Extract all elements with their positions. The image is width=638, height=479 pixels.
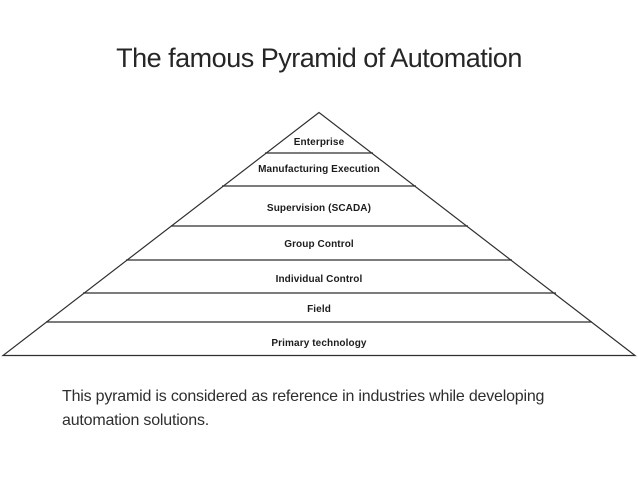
- pyramid-layer-manufacturing-execution: Manufacturing Execution: [258, 164, 380, 175]
- pyramid-layer-individual-control: Individual Control: [275, 274, 363, 285]
- pyramid-outline: [1, 111, 637, 357]
- slide-title: The famous Pyramid of Automation: [116, 43, 522, 73]
- pyramid-layer-field: Field: [307, 304, 331, 315]
- slide-caption-line-2: automation solutions.: [62, 412, 210, 429]
- pyramid-layer-primary-technology: Primary technology: [271, 338, 367, 349]
- pyramid-layer-supervision-scada: Supervision (SCADA): [266, 203, 372, 214]
- pyramid-layer-enterprise: Enterprise: [293, 137, 345, 148]
- slide-caption: This pyramid is considered as reference …: [62, 385, 602, 433]
- pyramid-layer-group-control: Group Control: [284, 239, 354, 250]
- slide-caption-line-1: This pyramid is considered as reference …: [62, 388, 545, 405]
